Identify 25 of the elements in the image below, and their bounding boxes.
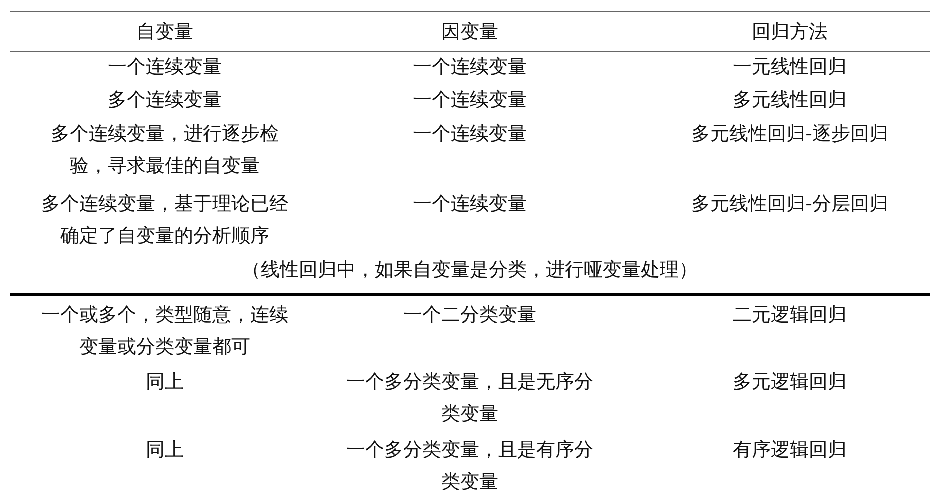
table-cell-text: 多元线性回归 (732, 88, 848, 113)
table-cell-text: 同上 (145, 370, 185, 395)
table-cell-text: 有序逻辑回归 (732, 438, 848, 463)
table-cell-text: 一个连续变量 (412, 192, 528, 217)
table-cell-text: 一个连续变量 (107, 55, 223, 80)
column-header: 自变量 (136, 20, 194, 45)
table-cell-text: 多元逻辑回归 (732, 370, 848, 395)
table-cell-text: 多元线性回归-逐步回归 (690, 122, 890, 147)
table-cell-text: 一个连续变量 (412, 55, 528, 80)
table-cell-text: 一个或多个，类型随意，连续变量或分类变量都可 (40, 303, 290, 360)
table-cell-text: 多个连续变量，进行逐步检验，寻求最佳的自变量 (50, 122, 280, 179)
table-cell-text: 多个连续变量，基于理论已经确定了自变量的分析顺序 (40, 192, 290, 249)
table-cell-text: 多个连续变量 (107, 88, 223, 113)
table-cell-text: 二元逻辑回归 (732, 303, 848, 328)
table-cell-text: 一个连续变量 (412, 88, 528, 113)
column-header: 回归方法 (751, 20, 829, 45)
table-cell-text: 一元线性回归 (732, 55, 848, 80)
table-cell-text: 一个多分类变量，且是有序分类变量 (346, 438, 594, 495)
table-cell-text: 一个多分类变量，且是无序分类变量 (346, 370, 594, 427)
table-note: （线性回归中，如果自变量是分类，进行哑变量处理） (241, 258, 699, 283)
table-cell-text: 一个二分类变量 (402, 303, 538, 328)
table-cell-text: 同上 (145, 438, 185, 463)
column-header: 因变量 (440, 20, 500, 45)
table-cell-text: 多元线性回归-分层回归 (690, 192, 890, 217)
table-cell-text: 一个连续变量 (412, 122, 528, 147)
